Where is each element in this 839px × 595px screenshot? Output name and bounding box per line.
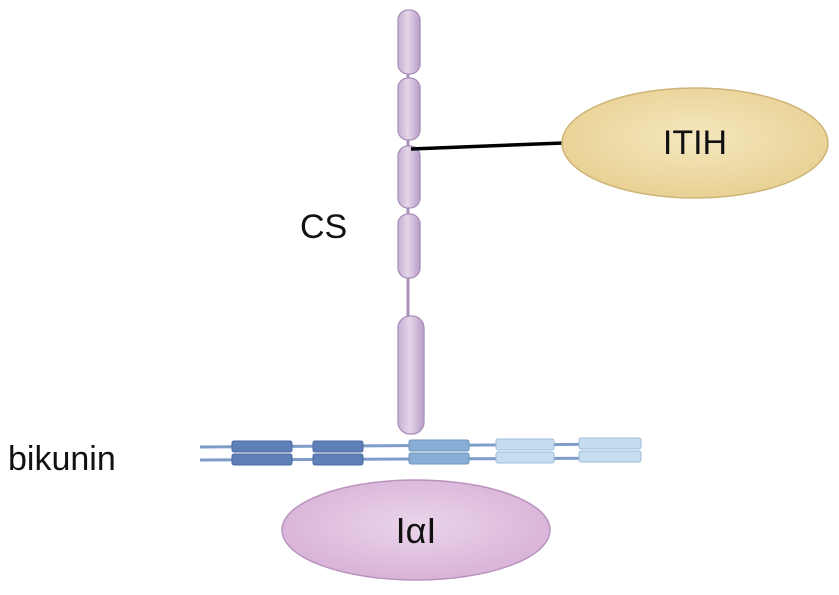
bikunin-segment-top-2	[312, 440, 364, 453]
cs-label: CS	[300, 208, 347, 246]
bikunin-chain	[199, 437, 642, 466]
iai-ellipse	[281, 479, 551, 581]
bikunin-segment-top-3	[408, 439, 470, 452]
itih-node: ITIH	[561, 87, 829, 199]
bikunin-segment-bottom-4	[495, 451, 555, 464]
iai-node: IαI	[281, 479, 551, 581]
cs-segment-4	[397, 213, 421, 279]
bikunin-segment-top-5	[578, 437, 642, 450]
bikunin-segment-bottom-3	[408, 452, 470, 465]
cs-chain	[397, 9, 425, 435]
bikunin-segment-bottom-1	[231, 453, 293, 466]
cs-segment-2	[397, 77, 421, 141]
itih-ellipse	[561, 87, 829, 199]
bikunin-segment-bottom-5	[578, 450, 642, 463]
cs-itih-link	[410, 141, 564, 151]
itih-label: ITIH	[663, 124, 727, 162]
bikunin-segment-bottom-2	[312, 453, 364, 466]
cs-segment-5	[397, 315, 425, 435]
bikunin-segment-top-4	[495, 438, 555, 451]
cs-segment-1	[397, 9, 421, 75]
bikunin-label: bikunin	[8, 440, 116, 478]
iai-label: IαI	[396, 510, 437, 551]
bikunin-segment-top-1	[231, 440, 293, 453]
cs-segment-3	[397, 145, 421, 209]
